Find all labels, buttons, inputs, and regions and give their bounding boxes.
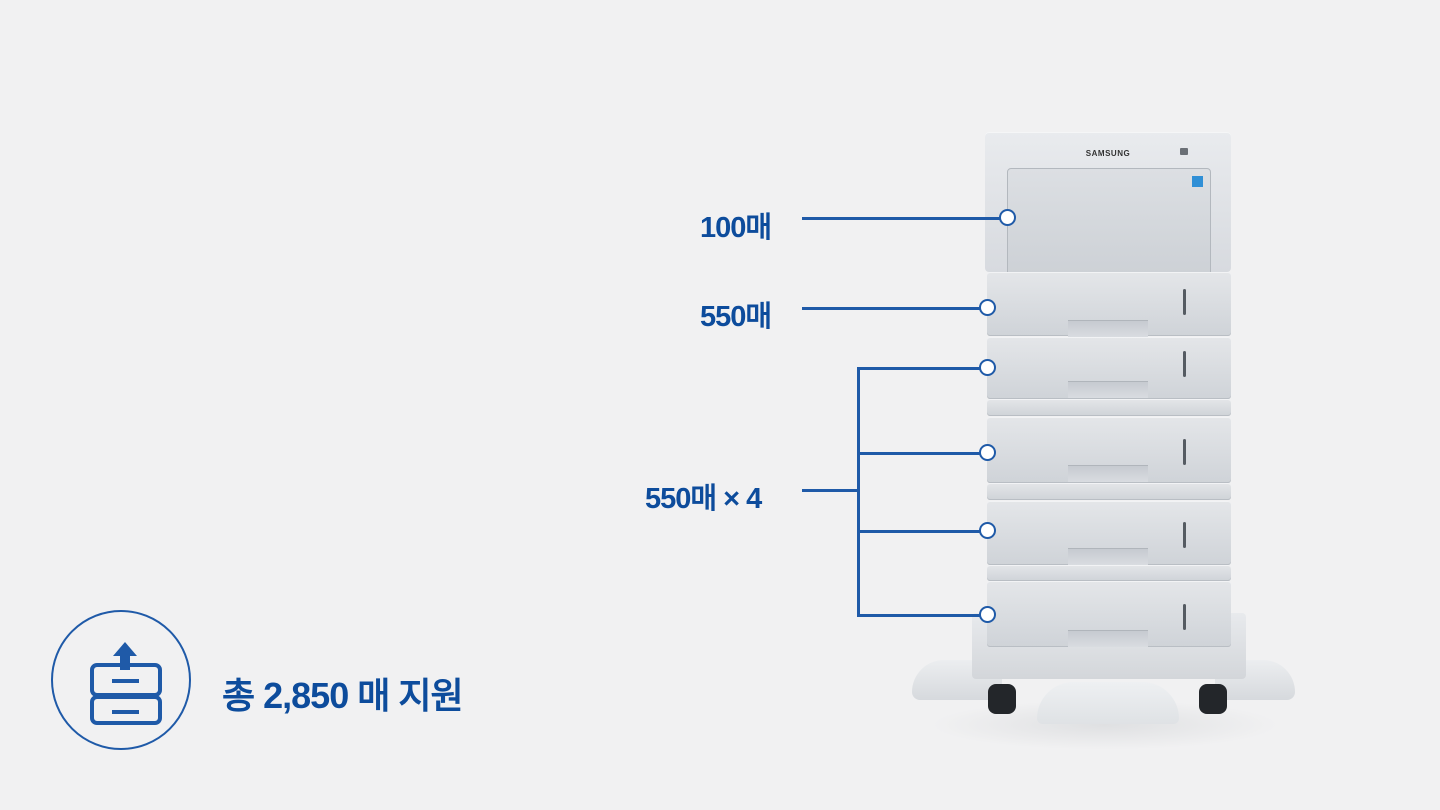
- caster-right: [1199, 684, 1227, 714]
- stand-foot-center: [1037, 682, 1179, 724]
- tray-4-handle[interactable]: [1068, 548, 1148, 565]
- tray-3-paper-gauge: [1183, 439, 1186, 465]
- callout-dot-tray-3: [979, 359, 996, 376]
- tray-2-paper-gauge: [1183, 351, 1186, 377]
- callout-dot-tray-4: [979, 444, 996, 461]
- bracket-vertical: [857, 367, 860, 616]
- callout-dot-tray-6: [979, 606, 996, 623]
- callout-line-extra-trays: [802, 489, 859, 492]
- callout-label-extra-trays: 550매 × 4: [645, 483, 762, 515]
- brand-logo: SAMSUNG: [1085, 149, 1131, 158]
- caster-left: [988, 684, 1016, 714]
- callout-line-main-tray: [802, 307, 980, 310]
- energy-star-icon: [1192, 176, 1203, 187]
- tray-spacer-3: [987, 565, 1231, 581]
- callout-line-top-tray: [802, 217, 1000, 220]
- total-capacity-text: 총 2,850 매 지원: [222, 675, 464, 716]
- paper-tray-upload-icon: [51, 610, 191, 750]
- callout-dot-top-tray: [999, 209, 1016, 226]
- bracket-branch-4: [857, 614, 980, 617]
- manual-feed-cover[interactable]: [1007, 168, 1211, 274]
- tray-1-handle[interactable]: [1068, 320, 1148, 337]
- tray-spacer-1: [987, 399, 1231, 416]
- tray-5-paper-gauge: [1183, 604, 1186, 630]
- callout-label-main-tray: 550매: [700, 301, 772, 333]
- bracket-branch-2: [857, 452, 980, 455]
- tray-2-handle[interactable]: [1068, 381, 1148, 398]
- tray-3-handle[interactable]: [1068, 465, 1148, 482]
- bracket-branch-1: [857, 367, 980, 370]
- callout-dot-main-tray: [979, 299, 996, 316]
- tray-5-handle[interactable]: [1068, 630, 1148, 647]
- callout-label-top-tray: 100매: [700, 212, 772, 244]
- tray-spacer-2: [987, 483, 1231, 500]
- tray-4-paper-gauge: [1183, 522, 1186, 548]
- bracket-branch-3: [857, 530, 980, 533]
- power-button[interactable]: [1180, 148, 1188, 155]
- callout-dot-tray-5: [979, 522, 996, 539]
- tray-1-paper-gauge: [1183, 289, 1186, 315]
